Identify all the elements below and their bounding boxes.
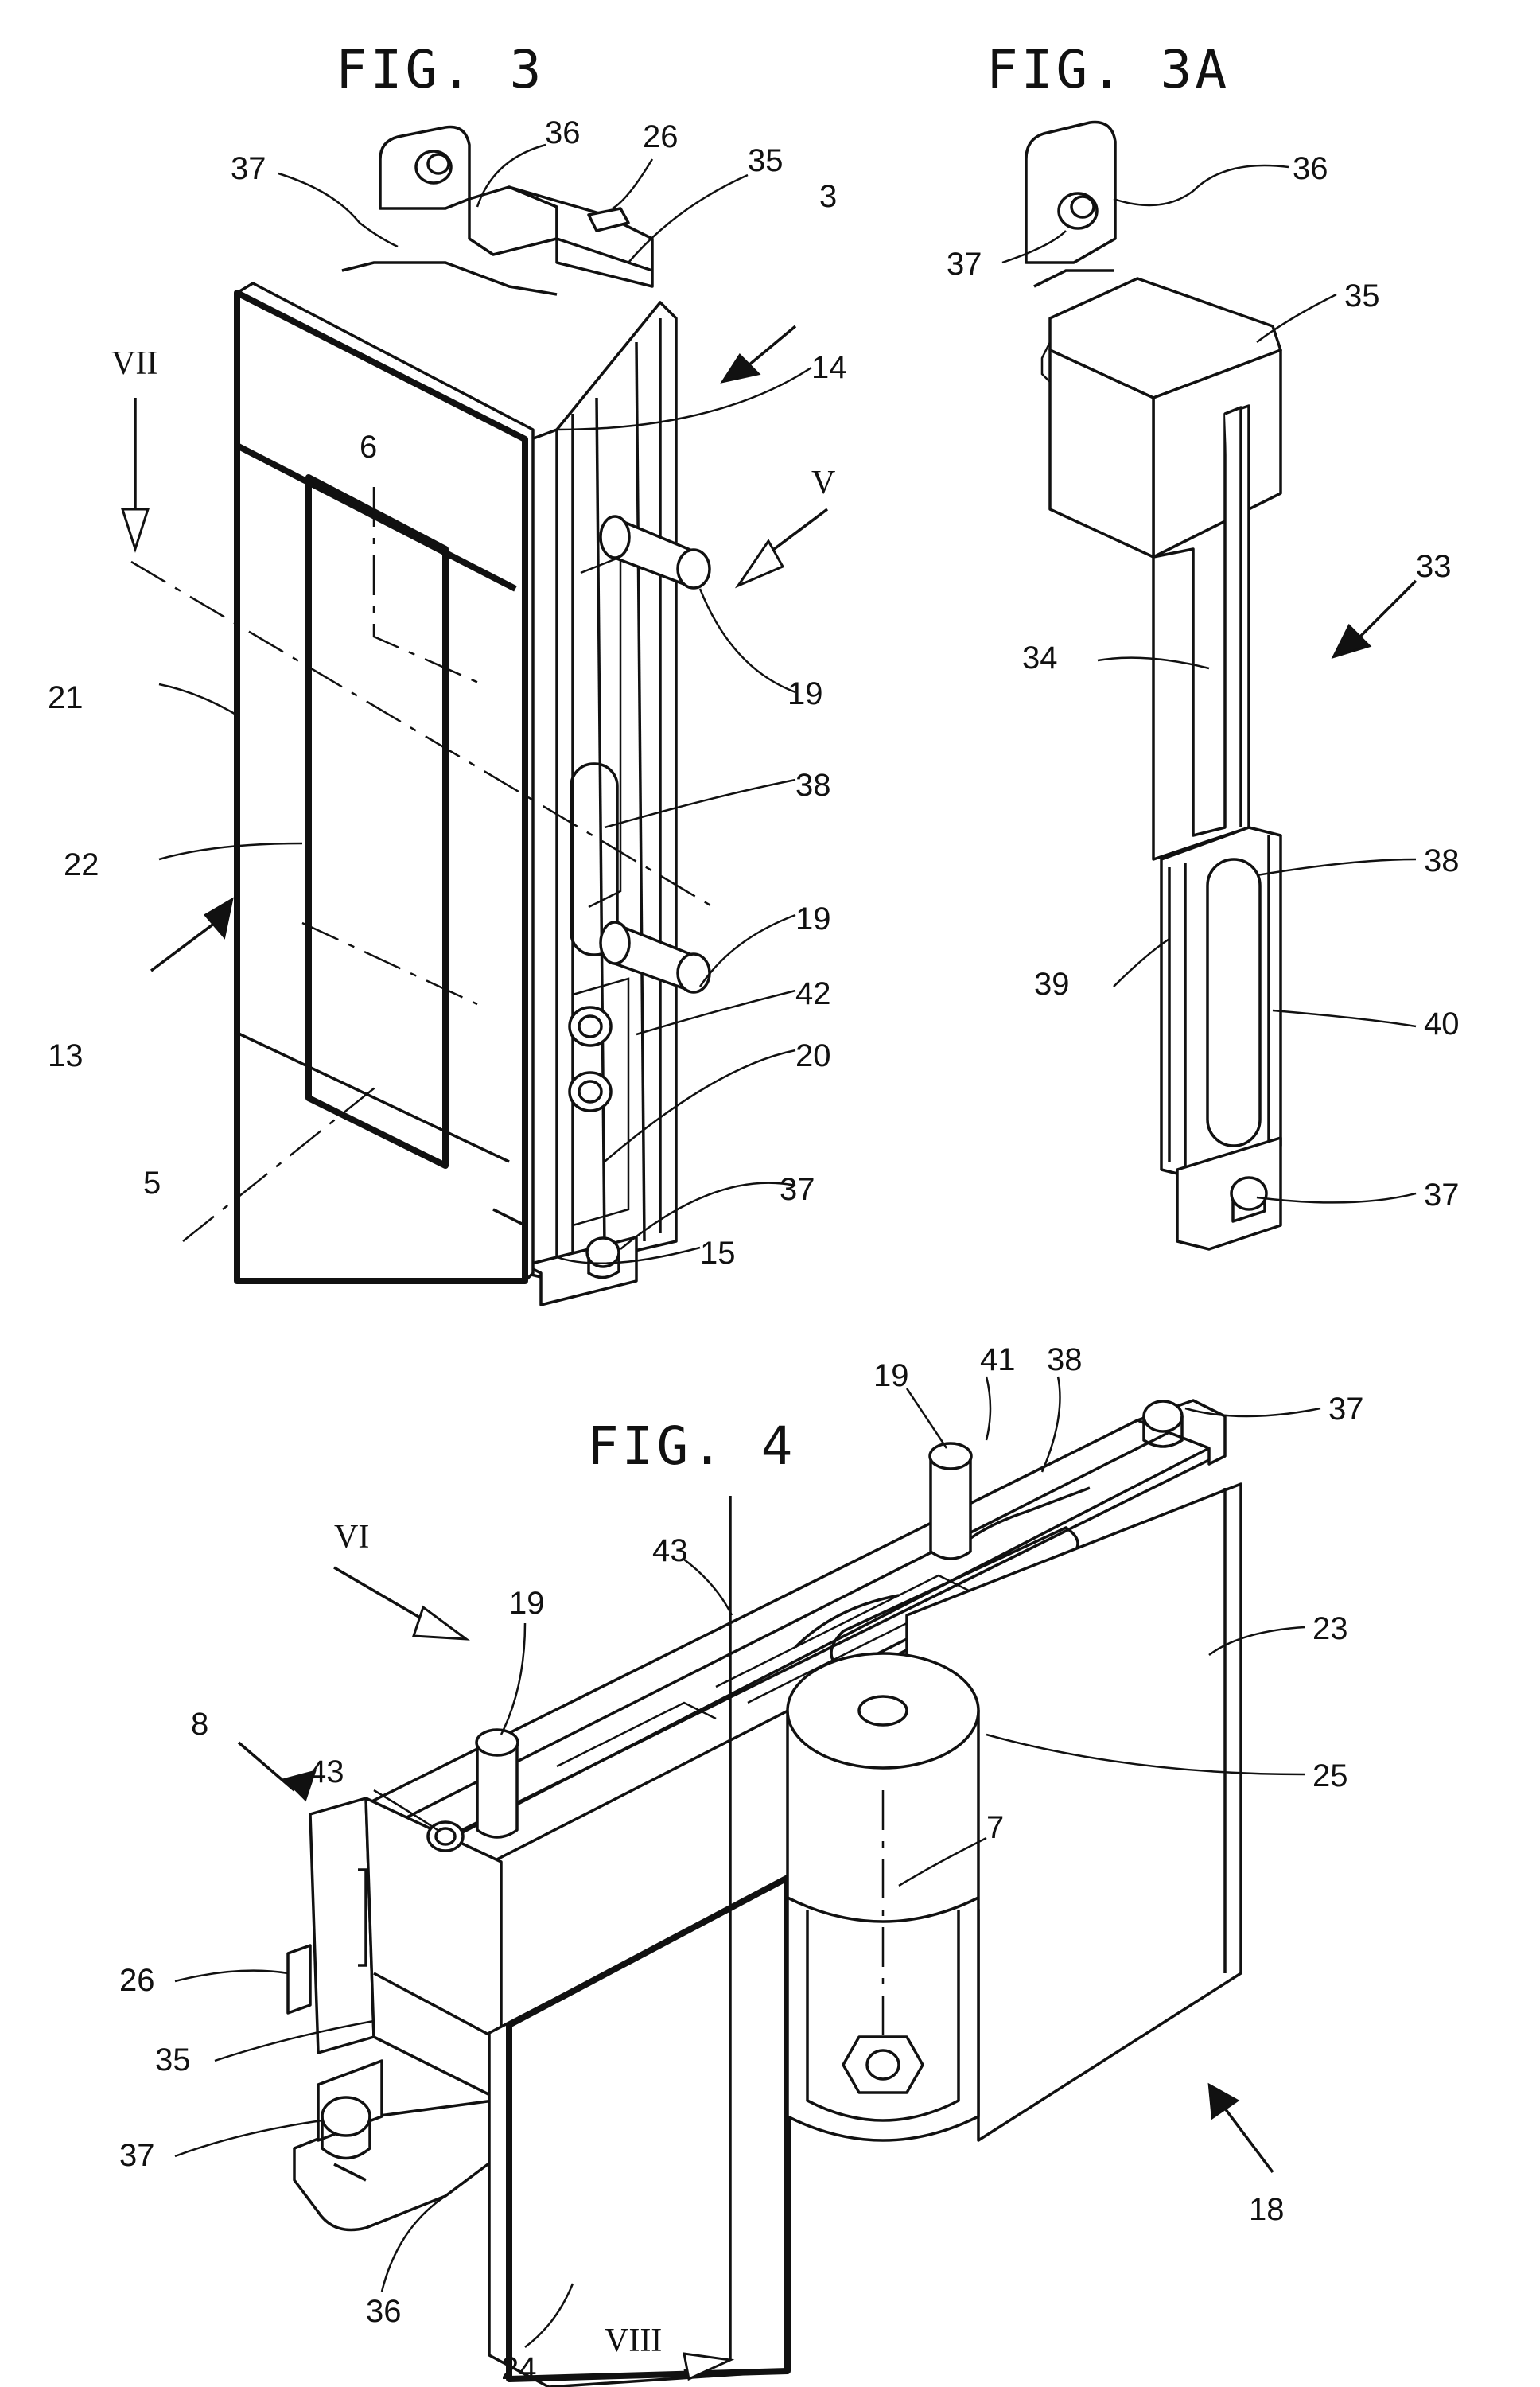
fig3-label-15: 15 (700, 1236, 736, 1271)
fig3-label-42: 42 (795, 976, 831, 1011)
fig3-label-37: 37 (231, 151, 266, 186)
fig4-label-25: 25 (1312, 1758, 1348, 1793)
fig3a-label-37: 37 (947, 247, 982, 282)
fig4-label-26: 26 (119, 1963, 155, 1998)
fig3a-label-39: 39 (1034, 967, 1070, 1002)
fig4-label-18: 18 (1249, 2192, 1285, 2227)
fig4-label-41: 41 (980, 1342, 1016, 1377)
fig4-label-36: 36 (366, 2294, 402, 2329)
fig3a-label-40: 40 (1424, 1007, 1460, 1042)
fig3-title: FIG. 3 (336, 39, 544, 100)
fig3-label-19a: 19 (788, 676, 823, 711)
fig3-label-38: 38 (795, 768, 831, 803)
fig4-label-7: 7 (986, 1810, 1004, 1845)
fig3-label-19b: 19 (795, 901, 831, 936)
fig3a-title: FIG. 3A (986, 39, 1230, 100)
fig4-label-8: 8 (191, 1707, 208, 1742)
fig3-label-35: 35 (748, 143, 784, 178)
fig3-label-6: 6 (360, 430, 377, 465)
fig4-label-24: 24 (501, 2351, 537, 2386)
fig3-housing-side (525, 302, 676, 1281)
fig4-label-35: 35 (155, 2042, 191, 2077)
fig3a-label-37b: 37 (1424, 1178, 1460, 1213)
fig4-hinge-barrel (788, 1653, 978, 2140)
fig3a-label-33: 33 (1416, 549, 1452, 584)
fig3-label-13: 13 (48, 1038, 84, 1073)
fig3-label-37b: 37 (780, 1172, 815, 1207)
fig3-label-3: 3 (819, 179, 837, 214)
fig3-label-5: 5 (143, 1166, 161, 1201)
fig3-label-22: 22 (64, 847, 99, 882)
fig4-label-43b: 43 (309, 1754, 344, 1789)
fig4-label-19a: 19 (873, 1358, 909, 1393)
fig4-label-VIII: VIII (605, 2323, 662, 2359)
fig3-label-VII: VII (111, 345, 158, 382)
fig4-title: FIG. 4 (587, 1415, 795, 1477)
fig3-label-26: 26 (643, 119, 679, 154)
fig3-label-14: 14 (811, 350, 847, 385)
fig4-label-37: 37 (1328, 1392, 1364, 1427)
fig4-label-37b: 37 (119, 2138, 155, 2173)
fig3-label-V: V (811, 465, 835, 501)
fig4-label-43a: 43 (652, 1533, 688, 1568)
fig4-label-19b: 19 (509, 1586, 545, 1621)
fig4-label-23: 23 (1312, 1611, 1348, 1646)
fig4-label-VI: VI (334, 1519, 369, 1556)
fig3-label-36: 36 (545, 115, 581, 150)
fig4-label-38: 38 (1047, 1342, 1083, 1377)
fig3a-label-38: 38 (1424, 843, 1460, 878)
fig3a-label-34: 34 (1022, 641, 1058, 676)
fig3a-label-36: 36 (1293, 151, 1328, 186)
fig3a-label-35: 35 (1344, 278, 1380, 313)
fig3-label-21: 21 (48, 680, 84, 715)
fig3-front-plate (237, 283, 533, 1281)
fig3-label-20: 20 (795, 1038, 831, 1073)
